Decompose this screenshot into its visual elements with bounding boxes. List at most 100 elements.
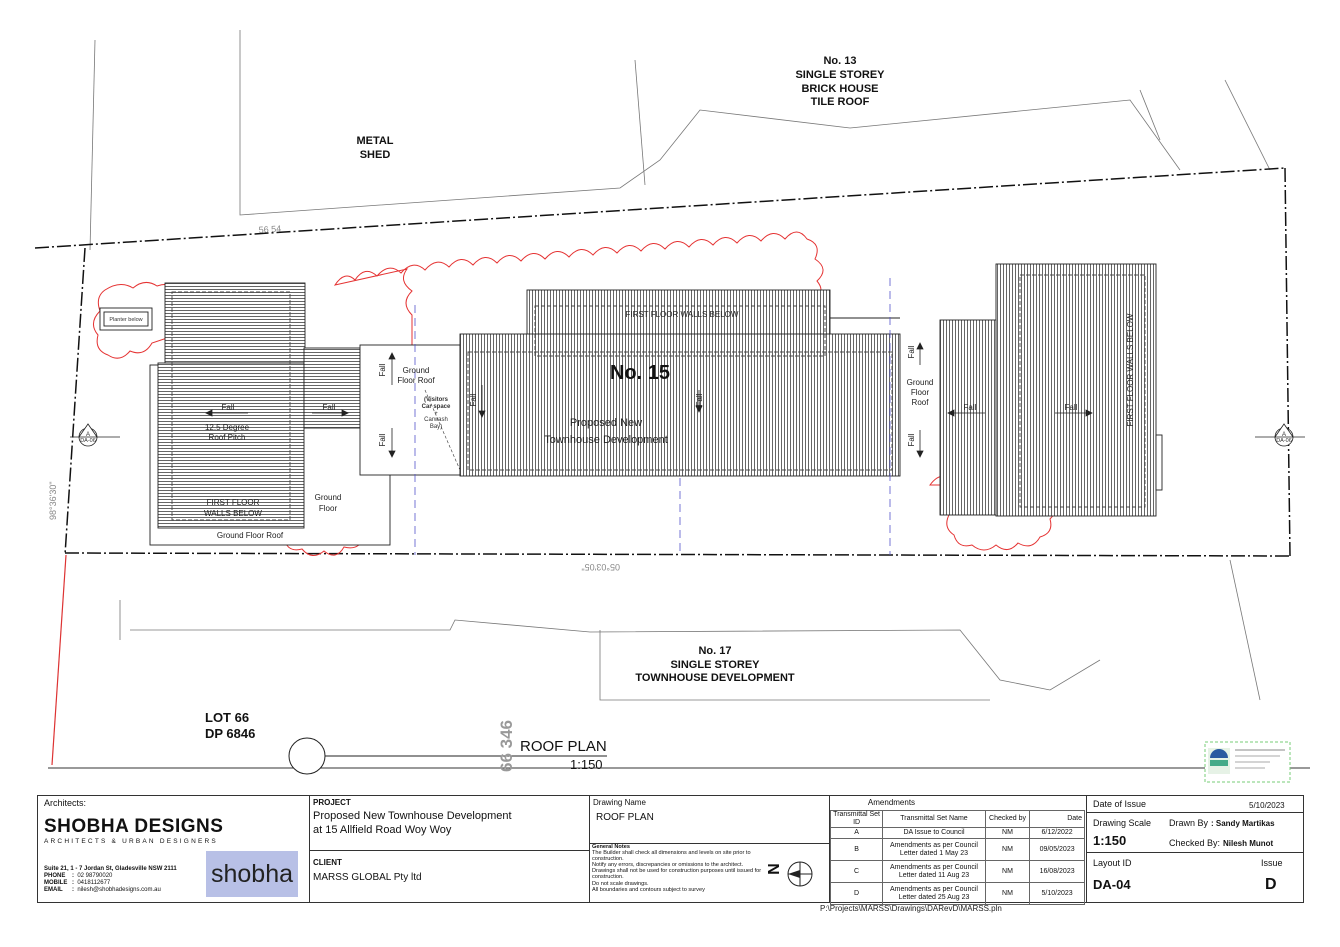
ground-floor-1: Ground — [315, 493, 342, 502]
ffwb-left-2: WALLS BELOW — [204, 509, 262, 518]
architects-label: Architects: — [44, 798, 87, 808]
amendments-header-row: Transmittal Set ID Transmittal Set Name … — [829, 810, 1085, 828]
gf-roof-mid-2: Floor Roof — [397, 376, 435, 385]
svg-text:LOT 66: LOT 66 — [205, 710, 249, 725]
shobha-logo: shobha — [206, 851, 298, 897]
table-row: D Amendments as per Council Letter dated… — [829, 882, 1085, 905]
plan-scale: 1:150 — [570, 757, 603, 772]
ffwb-left-1: FIRST FLOOR — [207, 498, 260, 507]
client-label: CLIENT — [313, 858, 342, 867]
contact-block: Suite 21, 1 - 7 Jordan St, Gladesville N… — [44, 866, 209, 894]
project-cell: PROJECT Proposed New Townhouse Developme… — [310, 796, 590, 902]
section-marker-letter: A — [86, 432, 90, 438]
svg-text:DP 6846: DP 6846 — [205, 726, 255, 741]
bearing-bottom: 05°03'05" — [581, 562, 620, 572]
svg-text:SHED: SHED — [360, 149, 391, 161]
house-number: No. 15 — [610, 362, 670, 384]
general-notes: General Notes The Builder shall check al… — [592, 844, 764, 893]
ground-floor-roof-left: Ground Floor Roof — [217, 531, 284, 540]
drawn-by-label: Drawn By — [1169, 818, 1209, 828]
svg-text:METAL: METAL — [356, 135, 393, 147]
table-row: B Amendments as per Council Letter dated… — [829, 838, 1085, 861]
section-marker-letter: A — [1282, 432, 1286, 438]
firm-name: SHOBHA DESIGNS — [44, 816, 224, 837]
section-marker-ref: DA-06 — [80, 438, 96, 444]
visitors-label: (Visitors Car space + Carwash Bay) — [422, 397, 451, 430]
svg-text:TOWNHOUSE DEVELOPMENT: TOWNHOUSE DEVELOPMENT — [635, 672, 795, 684]
general-notes-title: General Notes — [592, 844, 630, 850]
neighbour-south-label: No. 17 SINGLE STOREY TOWNHOUSE DEVELOPME… — [635, 645, 795, 684]
north-arrow-icon — [787, 861, 813, 887]
grid-axes — [414, 278, 891, 555]
contact-mobile: MOBILE: 0418112677 — [44, 880, 111, 886]
fall-arrows — [205, 342, 1093, 458]
svg-text:Fall: Fall — [378, 433, 387, 446]
date-of-issue-label: Date of Issue — [1093, 799, 1147, 809]
svg-text:Car space: Car space — [422, 404, 451, 410]
plan-title-block: 66 346 ROOF PLAN 1:150 — [288, 720, 607, 775]
svg-text:Fall: Fall — [378, 363, 387, 376]
svg-text:Bay): Bay) — [430, 424, 442, 430]
section-marker-left: A DA-06 — [70, 423, 120, 447]
north-letter: N — [763, 863, 781, 875]
svg-text:Fall: Fall — [222, 403, 235, 412]
checked-by: Nilesh Munot — [1223, 839, 1274, 848]
drawing-name: ROOF PLAN — [596, 812, 654, 823]
right-unit-roof — [939, 263, 1163, 517]
proposed-line-2: Townhouse Development — [544, 434, 668, 446]
first-floor-walls-below: FIRST FLOOR WALLS BELOW — [626, 310, 739, 319]
drawing-scale: 1:150 — [1093, 833, 1127, 848]
roof-pitch-1: 12.5 Degree — [205, 423, 250, 432]
drawing-name-cell: Drawing Name ROOF PLAN General Notes The… — [590, 796, 830, 902]
project-line-2: at 15 Allfield Road Woy Woy — [313, 824, 452, 836]
drawing-name-label: Drawing Name — [593, 798, 646, 807]
svg-text:(Visitors: (Visitors — [424, 397, 449, 403]
firm-subtitle: ARCHITECTS & URBAN DESIGNERS — [44, 838, 218, 845]
gf-roof-mid-1: Ground — [403, 366, 430, 375]
bearing-left: 98°36'30" — [48, 481, 58, 520]
issue-letter: D — [1265, 876, 1277, 893]
plan-number: 66 346 — [497, 720, 516, 772]
svg-text:Fall: Fall — [1065, 403, 1078, 412]
neighbour-south-lines — [119, 559, 1261, 701]
amendments-cell: Amendments Transmittal Set ID Transmitta… — [829, 796, 1087, 905]
svg-text:BRICK HOUSE: BRICK HOUSE — [801, 83, 878, 95]
proposed-line-1: Proposed New — [570, 417, 642, 429]
svg-text:+: + — [434, 411, 438, 417]
svg-text:Fall: Fall — [469, 393, 478, 406]
bearing-top: 56 54 — [258, 224, 281, 236]
layout-id-label: Layout ID — [1093, 858, 1132, 868]
layout-id: DA-04 — [1093, 877, 1131, 892]
lot-label: LOT 66 DP 6846 — [205, 710, 255, 741]
gf-roof-right-1: Ground — [907, 378, 934, 387]
section-marker-right: A DA-06 — [1255, 423, 1305, 447]
neighbour-north-label: No. 13 SINGLE STOREY BRICK HOUSE TILE RO… — [795, 55, 885, 108]
svg-text:Fall: Fall — [964, 403, 977, 412]
certification-stamp — [1204, 741, 1291, 783]
amendments-table: Transmittal Set ID Transmittal Set Name … — [829, 810, 1085, 905]
plan-title: ROOF PLAN — [520, 738, 607, 755]
issue-label: Issue — [1261, 858, 1283, 868]
svg-text:TILE ROOF: TILE ROOF — [811, 96, 870, 108]
svg-text:No. 13: No. 13 — [823, 55, 856, 67]
drawing-scale-label: Drawing Scale — [1093, 818, 1152, 828]
roof-pitch-2: Roof Pitch — [209, 433, 246, 442]
table-row: A DA Issue to Council NM 6/12/2022 — [829, 827, 1085, 839]
title-block: Architects: SHOBHA DESIGNS ARCHITECTS & … — [37, 795, 1304, 905]
neighbour-north-lines — [89, 30, 1271, 251]
svg-text:Carwash: Carwash — [424, 417, 448, 423]
gf-roof-right-2: Floor — [911, 388, 930, 397]
checked-by-label: Checked By: — [1169, 838, 1221, 848]
svg-text:Fall: Fall — [907, 345, 916, 358]
planter-label: Planter below — [109, 317, 142, 323]
contact-email: EMAIL: nilesh@shobhadesigns.com.au — [44, 887, 161, 893]
file-path: P:\Projects\MARSS\Drawings\DARevD\MARSS.… — [820, 904, 1002, 913]
svg-text:Fall: Fall — [907, 433, 916, 446]
site-boundary — [34, 167, 1291, 557]
fall-labels: Fall Fall Fall Fall Fall Fall Fall Fall … — [222, 345, 1078, 446]
date-of-issue: 5/10/2023 — [1249, 801, 1285, 810]
gf-roof-right-3: Roof — [912, 398, 930, 407]
metal-shed-label: METAL SHED — [356, 135, 393, 161]
project-line-1: Proposed New Townhouse Development — [313, 810, 512, 822]
